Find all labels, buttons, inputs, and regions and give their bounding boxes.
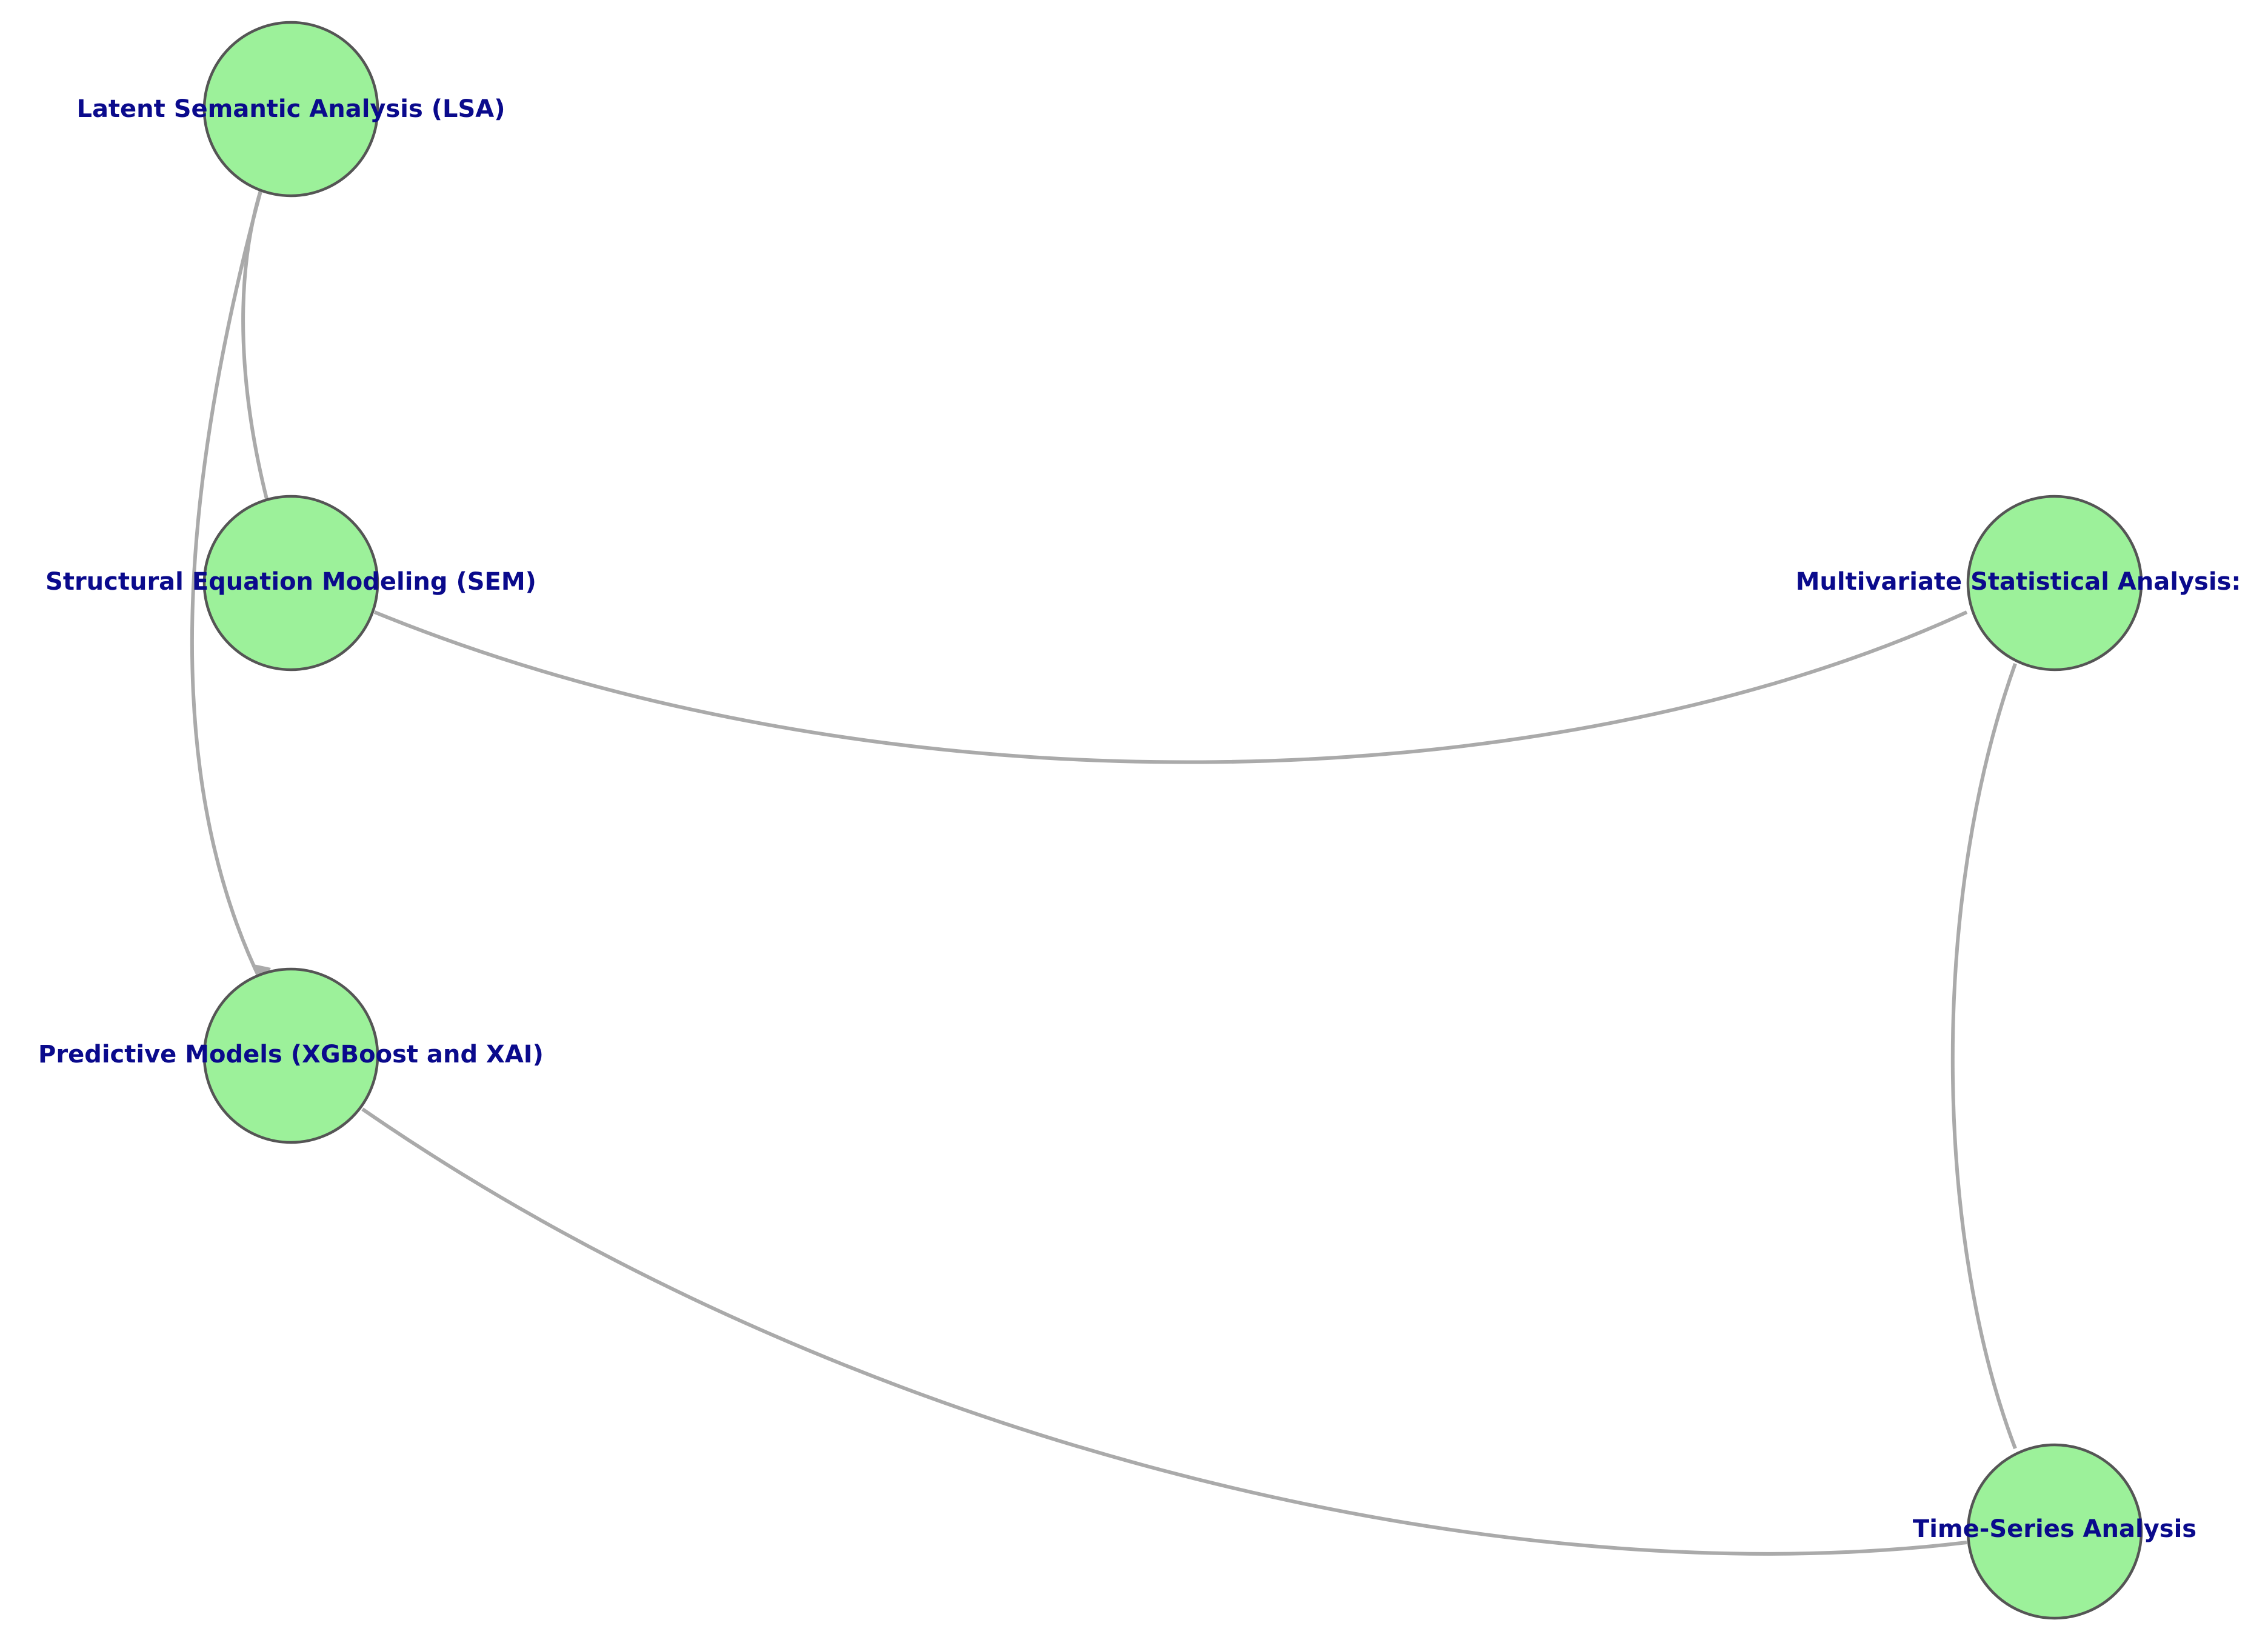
node-tsa-circle[interactable] [1966,1443,2143,1620]
edges-layer [190,186,2017,1556]
node-lsa-circle[interactable] [202,21,379,198]
node-tsa-label: Time-Series Analysis [1913,1515,2196,1543]
edge-lsa-pm [190,186,264,984]
node-sem-label: Structural Equation Modeling (SEM) [45,568,536,596]
node-msa-circle[interactable] [1966,495,2143,672]
node-pm-label: Predictive Models (XGBoost and XAI) [38,1041,544,1068]
edge-msa-tsa [1950,662,2017,1450]
edge-pm-tsa [361,1107,1967,1556]
node-pm-circle[interactable] [202,967,379,1144]
edge-sem-msa [373,610,1968,764]
node-sem-circle[interactable] [202,495,379,672]
node-msa-label: Multivariate Statistical Analysis: [1796,568,2241,596]
labels-layer: Latent Semantic Analysis (LSA) Structura… [38,95,2241,1543]
nodes-layer [202,21,2143,1620]
node-lsa-label: Latent Semantic Analysis (LSA) [76,95,505,123]
